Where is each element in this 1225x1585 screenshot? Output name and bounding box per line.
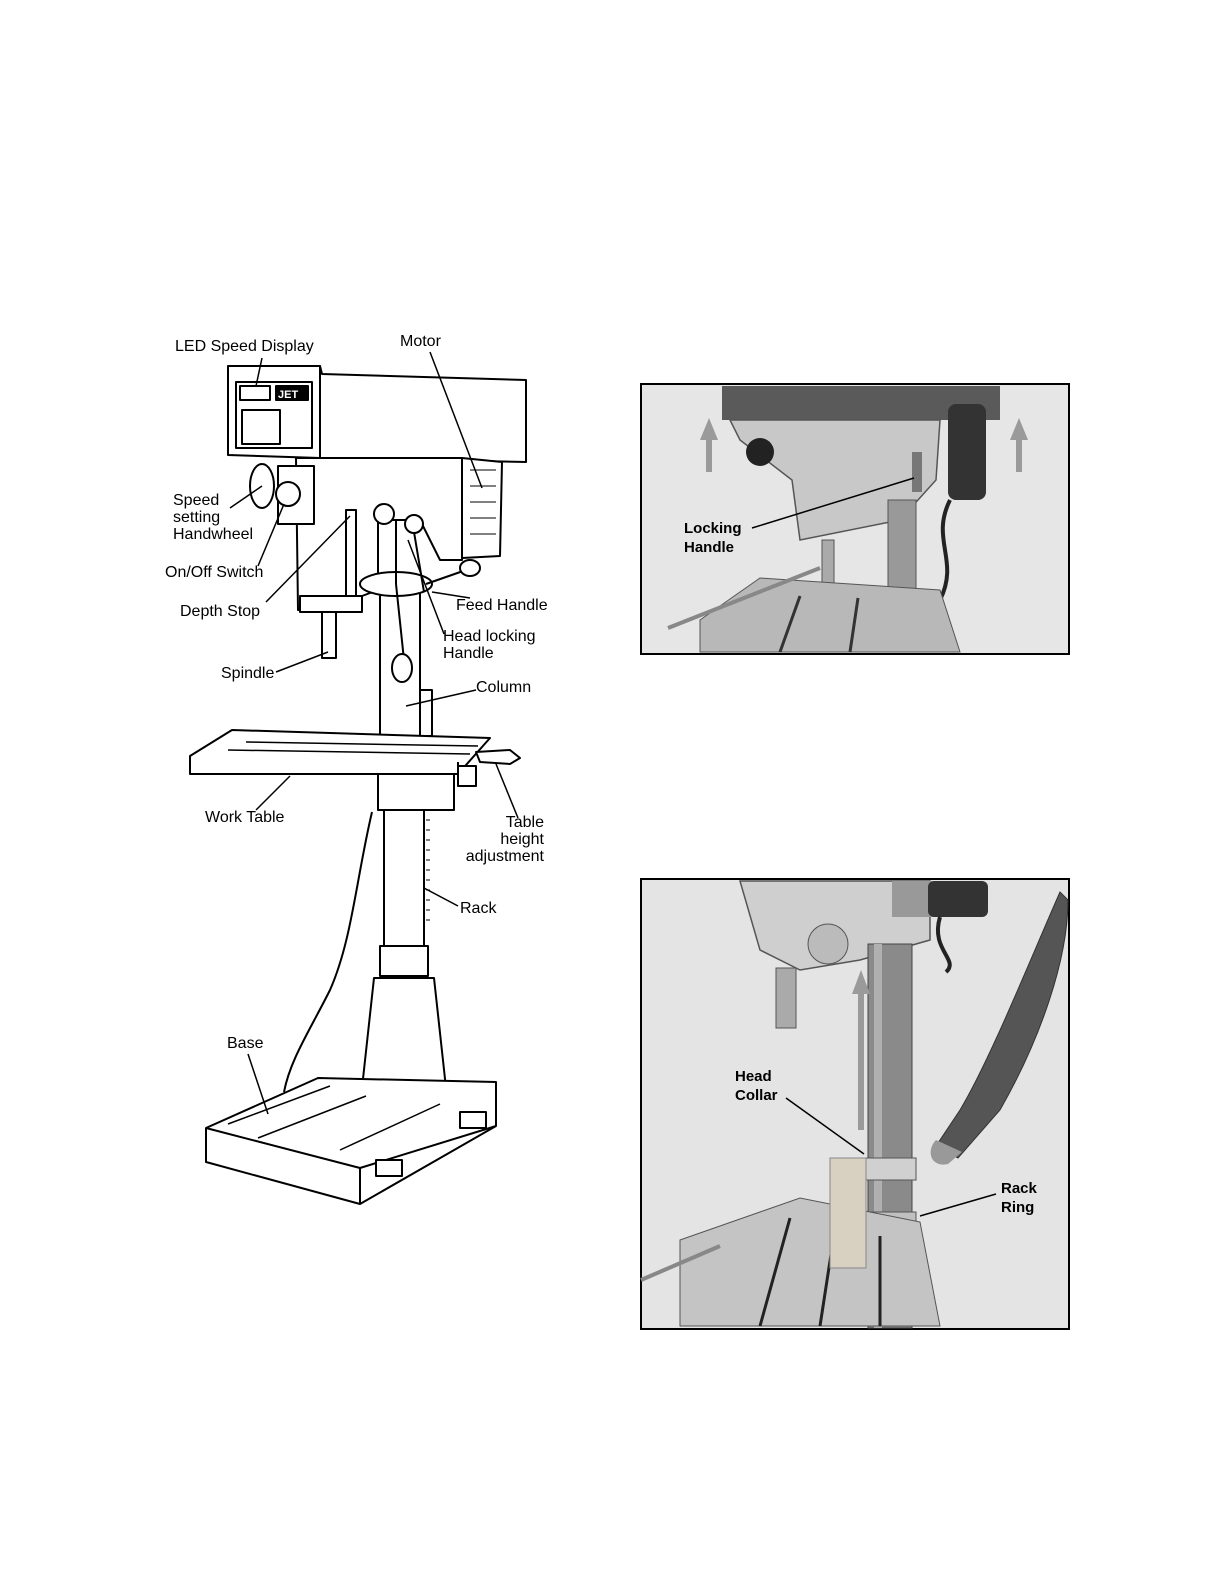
- label-base: Base: [227, 1035, 263, 1053]
- label-table-height-2: height: [460, 831, 544, 849]
- label-led-speed-display: LED Speed Display: [175, 338, 314, 356]
- motor-housing: [462, 458, 502, 558]
- label-work-table: Work Table: [205, 809, 284, 827]
- label-head-collar-2: Collar: [735, 1087, 778, 1105]
- label-table-height-3: adjustment: [444, 848, 544, 866]
- label-head-collar-1: Head: [735, 1068, 772, 1086]
- label-rack: Rack: [460, 900, 496, 918]
- label-locking-2: Handle: [684, 539, 734, 557]
- label-column: Column: [476, 679, 531, 697]
- label-spindle: Spindle: [221, 665, 274, 683]
- jet-logo: JET: [278, 389, 298, 401]
- label-rack-ring-2: Ring: [1001, 1199, 1034, 1217]
- photo-bottom-image: [641, 879, 1069, 1329]
- label-head-locking-1: Head locking: [443, 628, 536, 646]
- label-speed-setting-3: Handwheel: [173, 526, 253, 544]
- photo-top-image: [641, 384, 1069, 654]
- label-locking-1: Locking: [684, 520, 742, 538]
- label-feed-handle: Feed Handle: [456, 597, 548, 615]
- label-head-locking-2: Handle: [443, 645, 494, 663]
- base: [206, 1078, 496, 1204]
- label-rack-ring-1: Rack: [1001, 1180, 1037, 1198]
- label-speed-setting-2: setting: [173, 509, 220, 527]
- label-table-height-1: Table: [460, 814, 544, 832]
- label-motor: Motor: [400, 333, 441, 351]
- label-on-off-switch: On/Off Switch: [165, 564, 263, 582]
- power-cord: [284, 812, 372, 1092]
- spindle-shaft: [322, 610, 336, 658]
- label-speed-setting-1: Speed: [173, 492, 219, 510]
- column-lower: [384, 810, 424, 950]
- label-depth-stop: Depth Stop: [180, 603, 260, 621]
- base-flange: [362, 978, 446, 1088]
